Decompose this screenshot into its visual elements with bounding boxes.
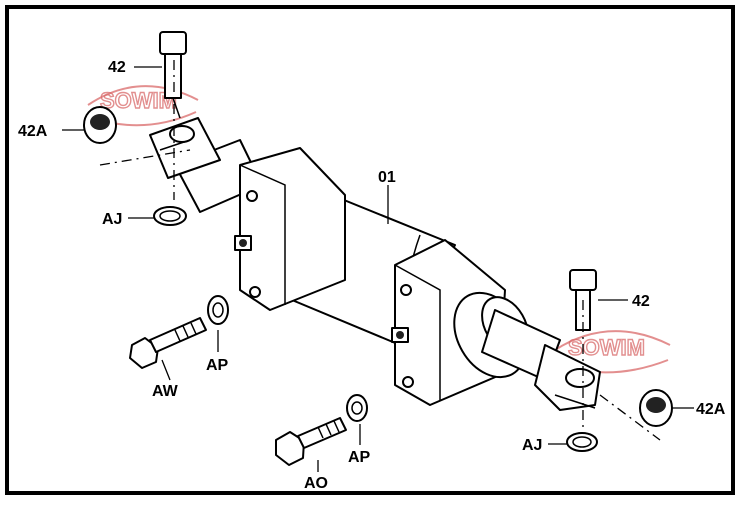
bolt-ao <box>275 417 347 466</box>
washer-ap-left <box>207 295 229 325</box>
centerline-right-bush <box>599 394 661 441</box>
watermark-text: SOWIM <box>568 335 645 360</box>
clip-aj-right <box>566 432 598 452</box>
right-rod <box>453 291 601 411</box>
bolt-aw <box>129 317 207 369</box>
label-42a-right: 42A <box>696 401 726 418</box>
left-trunnion-block <box>234 147 346 311</box>
label-aj-right: AJ <box>522 437 542 454</box>
bush-42a-top <box>83 106 117 144</box>
label-aj-top: AJ <box>102 211 122 228</box>
washer-ap-right <box>346 394 368 422</box>
label-42-top: 42 <box>108 59 126 76</box>
leader-aw <box>161 359 171 381</box>
label-42-right: 42 <box>632 293 650 310</box>
label-01-cylinder: 01 <box>378 169 396 186</box>
label-ap-right: AP <box>348 449 371 466</box>
label-aw: AW <box>152 383 179 400</box>
clip-aj-top <box>153 206 187 226</box>
label-ao: AO <box>304 475 328 492</box>
pin-42-top <box>159 31 187 119</box>
centerline-top-bush <box>99 149 191 166</box>
label-ap-left: AP <box>206 357 229 374</box>
bush-42a-right <box>639 389 673 427</box>
label-42a-top: 42A <box>18 123 48 140</box>
